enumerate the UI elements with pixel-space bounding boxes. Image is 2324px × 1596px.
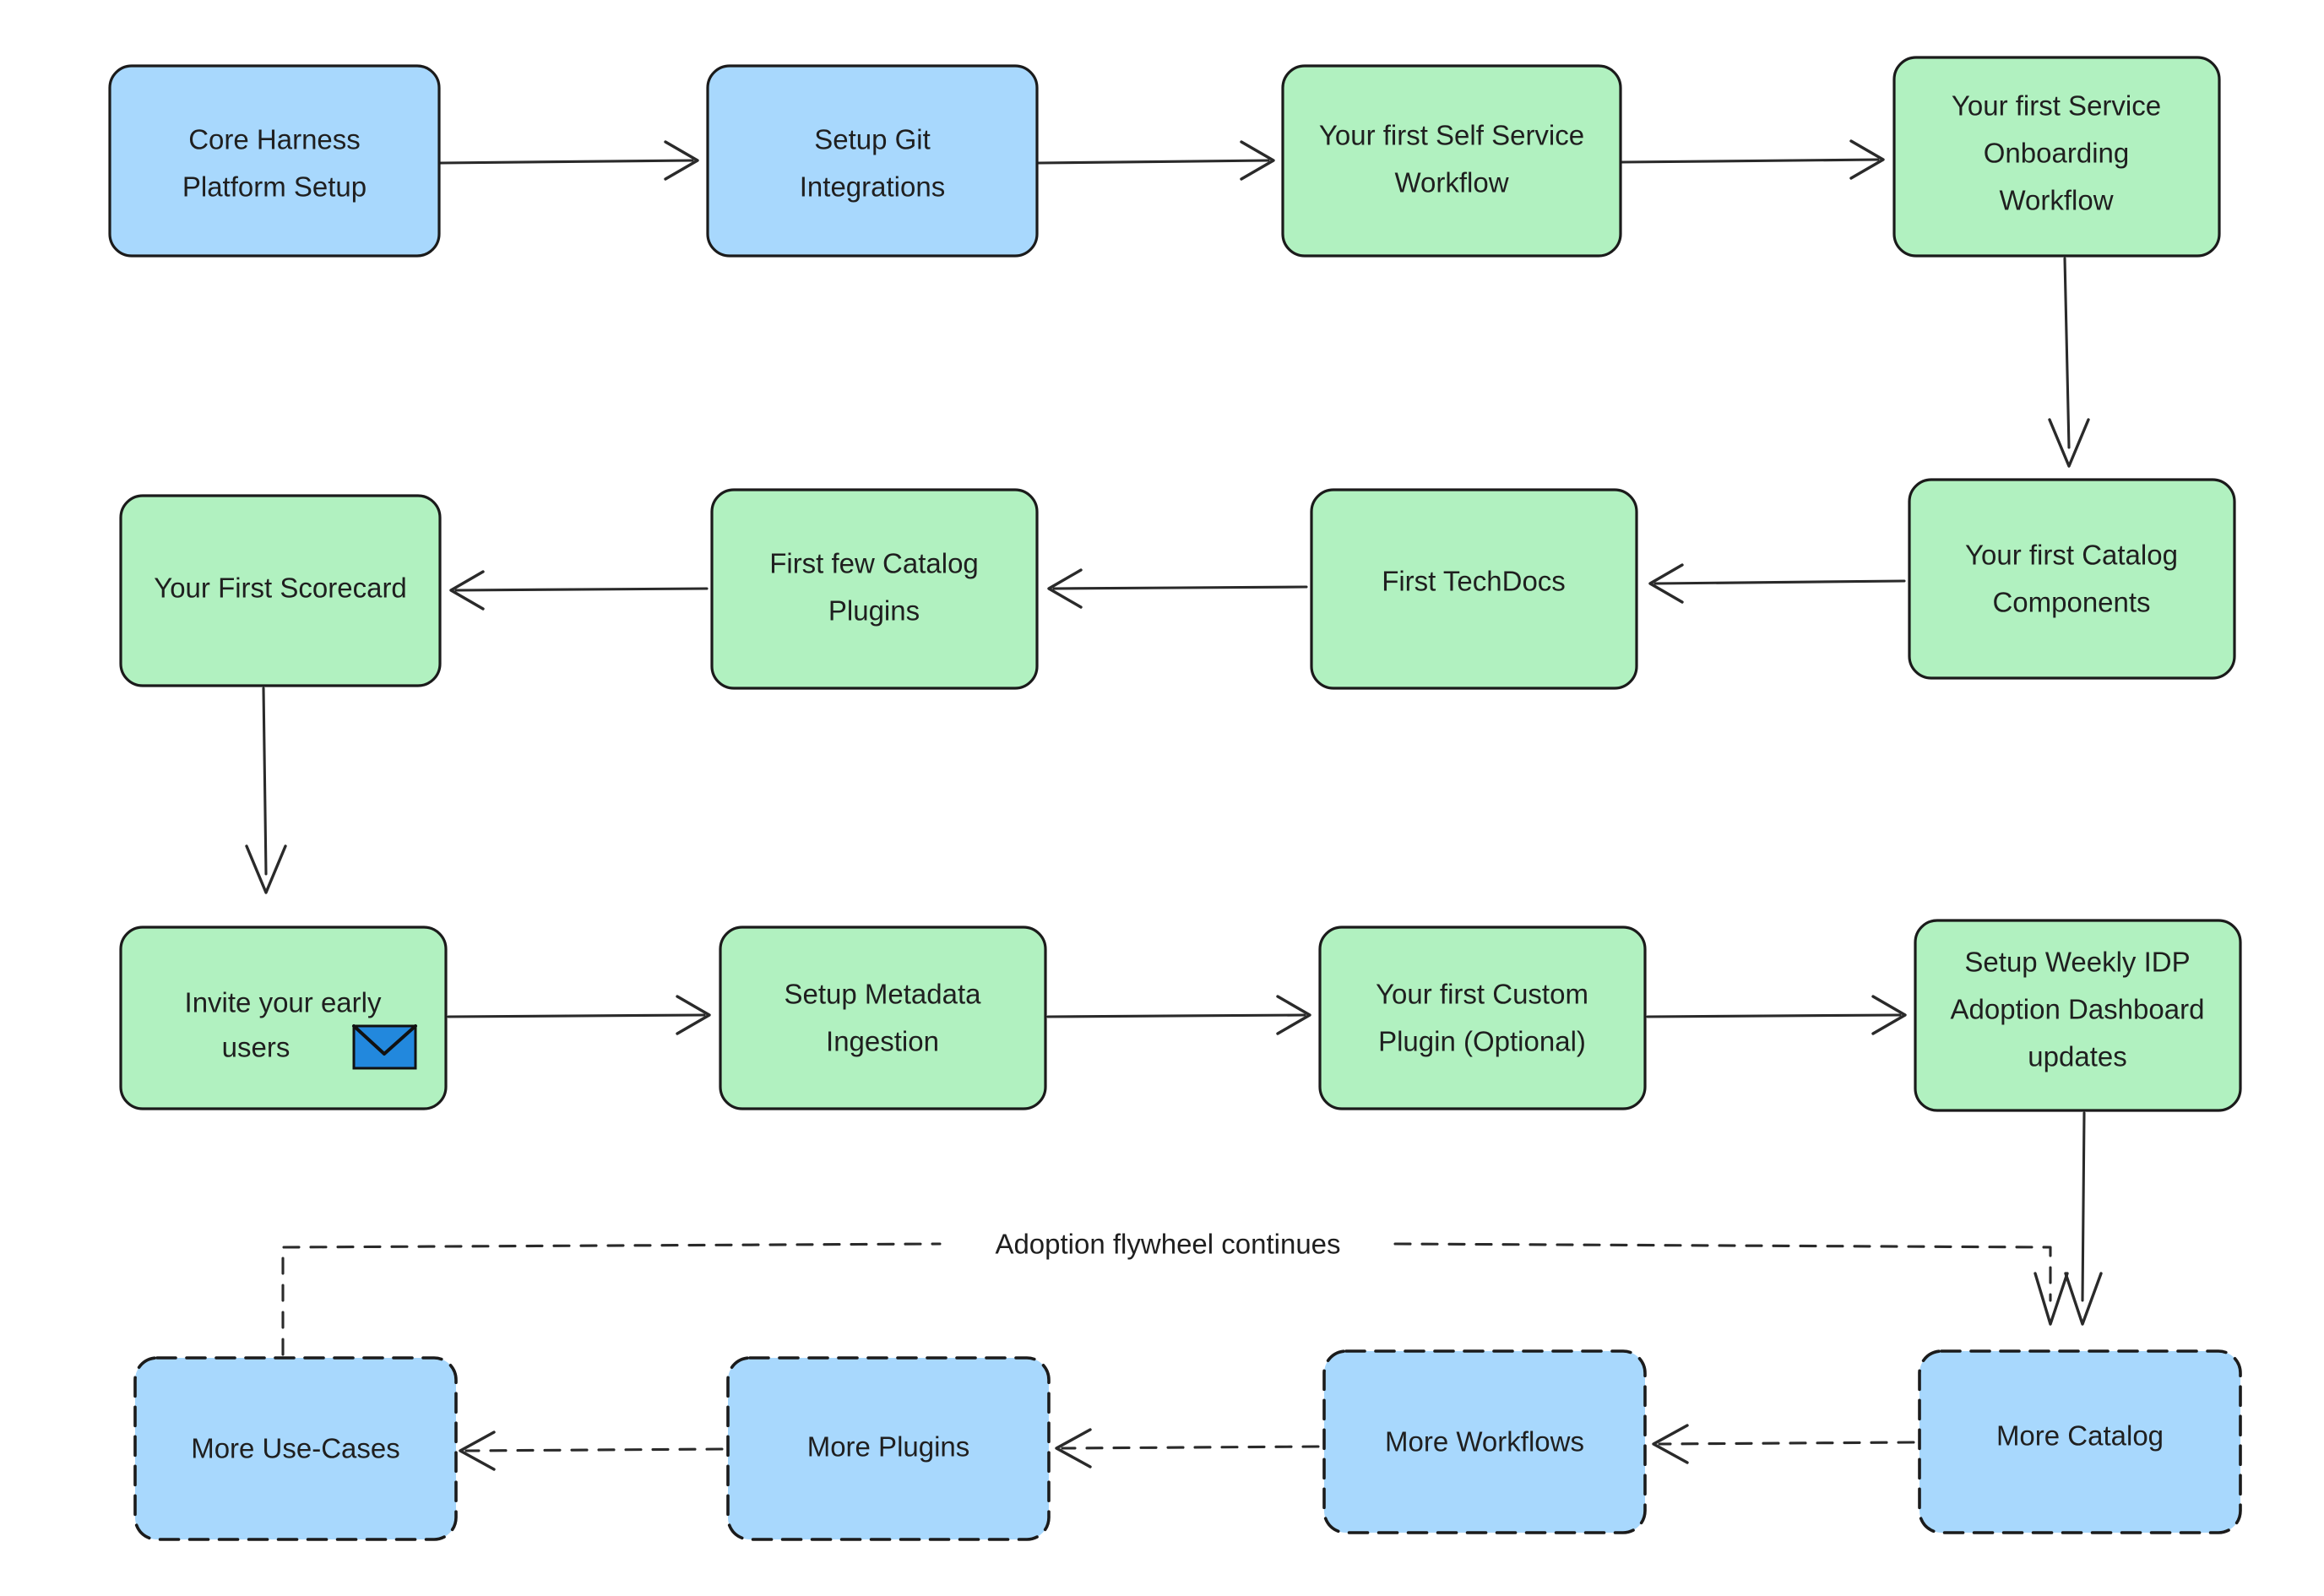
edge-techdocs-to-catalogplugins — [1047, 568, 1308, 609]
node-label-line: More Catalog — [1996, 1420, 2164, 1452]
edge-weeklydashboard-to-morecatalog — [2064, 1111, 2103, 1326]
node-label-line: Setup Git — [814, 124, 931, 155]
node-label-line: Core Harness — [188, 124, 361, 155]
node-label-line: First few Catalog — [769, 548, 979, 579]
node-label-line: Setup Metadata — [785, 979, 982, 1010]
node-setup-weekly-idp-adoption-dashboard-updates[interactable]: Setup Weekly IDP Adoption Dashboard upda… — [1914, 919, 2242, 1112]
node-setup-metadata-ingestion[interactable]: Setup Metadata Ingestion — [719, 926, 1047, 1110]
node-label-line: More Use-Cases — [191, 1433, 400, 1464]
edge-layer: Adoption flywheel continues — [245, 139, 2103, 1471]
node-label-line: Onboarding — [1984, 138, 2129, 169]
node-label-line: Platform Setup — [182, 171, 367, 203]
edge-onboarding-to-catalog-components — [2048, 257, 2090, 468]
node-first-few-catalog-plugins[interactable]: First few Catalog Plugins — [710, 488, 1039, 690]
node-label-line: Plugin (Optional) — [1378, 1026, 1586, 1057]
edge-moreplugins-to-moreusecases — [459, 1430, 724, 1471]
node-label-line: users — [222, 1032, 290, 1063]
node-more-plugins[interactable]: More Plugins — [726, 1356, 1051, 1541]
node-label-line: updates — [2028, 1041, 2126, 1072]
node-label-line: Adoption Dashboard — [1951, 994, 2205, 1025]
node-label-line: Your first Custom — [1376, 979, 1588, 1010]
edge-selfservice-to-onboarding — [1621, 139, 1885, 180]
envelope-icon — [352, 1024, 417, 1070]
node-more-use-cases[interactable]: More Use-Cases — [133, 1356, 458, 1541]
node-label-line: Workflow — [1999, 185, 2113, 216]
node-label-line: Your first Service — [1952, 90, 2161, 122]
edge-git-to-selfservice — [1037, 140, 1275, 181]
node-label-line: Invite your early — [185, 987, 382, 1018]
edge-metadata-to-customplugin — [1046, 995, 1311, 1035]
edge-core-to-git — [439, 140, 699, 181]
node-invite-your-early-users[interactable]: Invite your early users — [119, 926, 448, 1110]
node-label-line: Your first Self Service — [1319, 120, 1584, 151]
node-label-line: Components — [1992, 587, 2150, 618]
node-label-line: Your first Catalog — [1965, 540, 2178, 571]
node-label-line: Your First Scorecard — [154, 573, 407, 604]
node-your-first-custom-plugin-optional[interactable]: Your first Custom Plugin (Optional) — [1318, 926, 1647, 1110]
edge-scorecard-to-invite — [245, 687, 287, 894]
edge-label-adoption-flywheel: Adoption flywheel continues — [995, 1229, 1340, 1260]
edge-customplugin-to-weeklydashboard — [1646, 995, 1907, 1035]
edge-invite-to-metadata — [447, 995, 711, 1035]
node-label-line: More Workflows — [1385, 1426, 1584, 1458]
node-your-first-service-onboarding-workflow[interactable]: Your first Service Onboarding Workflow — [1892, 56, 2221, 258]
node-your-first-self-service-workflow[interactable]: Your first Self Service Workflow — [1281, 64, 1622, 258]
node-first-techdocs[interactable]: First TechDocs — [1310, 488, 1638, 690]
edge-moreworkflows-to-moreplugins — [1055, 1428, 1320, 1468]
node-setup-git-integrations[interactable]: Setup Git Integrations — [706, 64, 1039, 258]
edge-catalogplugins-to-scorecard — [449, 570, 709, 611]
node-your-first-catalog-components[interactable]: Your first Catalog Components — [1908, 478, 2236, 680]
node-more-catalog[interactable]: More Catalog — [1918, 1349, 2242, 1534]
node-label-line: More Plugins — [807, 1431, 970, 1463]
edge-flywheel-loop — [281, 1242, 2069, 1356]
node-label-line: Integrations — [800, 171, 945, 203]
node-label-line: Plugins — [828, 595, 920, 627]
node-label-line: Setup Weekly IDP — [1964, 947, 2190, 978]
edge-morecatalog-to-moreworkflows — [1652, 1424, 1915, 1464]
node-label-line: Workflow — [1394, 167, 1508, 198]
node-your-first-scorecard[interactable]: Your First Scorecard — [119, 494, 442, 687]
edge-catalogcomponents-to-techdocs — [1648, 563, 1906, 604]
node-label-line: First TechDocs — [1382, 566, 1566, 597]
node-core-harness-platform-setup[interactable]: Core Harness Platform Setup — [108, 64, 441, 258]
node-more-workflows[interactable]: More Workflows — [1322, 1349, 1647, 1534]
node-label-line: Ingestion — [826, 1026, 939, 1057]
